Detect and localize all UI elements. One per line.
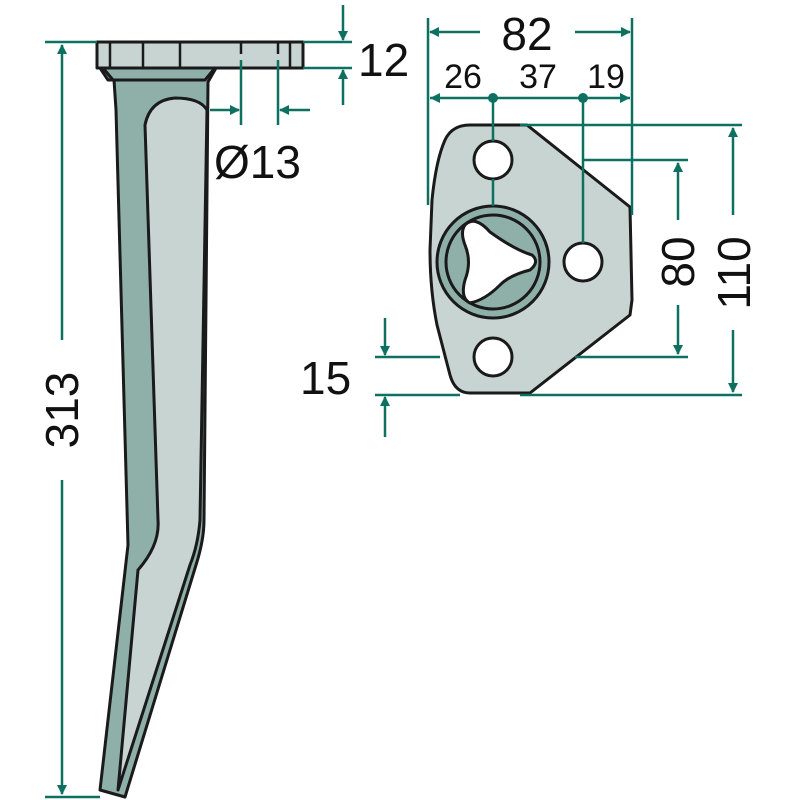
trilobe-hole	[461, 219, 537, 305]
dim-offset-b-label: 37	[519, 58, 557, 96]
mount-hole-bottom	[472, 336, 514, 378]
dim-hole-label: Ø13	[214, 136, 301, 188]
dim-bottom-offset: 15	[300, 318, 460, 437]
dim-height-label: 110	[708, 236, 760, 309]
dim-length: 313	[36, 40, 100, 799]
tine-face	[116, 96, 209, 792]
dim-spacing-label: 80	[652, 236, 704, 287]
dim-flange-thickness: 12	[303, 5, 409, 105]
mount-hole-right	[562, 241, 604, 283]
dim-flange-label: 12	[358, 34, 409, 86]
tine-flange	[95, 40, 305, 70]
tine-side-view	[95, 40, 305, 799]
dim-bottom-label: 15	[300, 352, 351, 404]
dim-length-label: 313	[36, 372, 88, 449]
dim-hole-offsets: 26 37 19	[430, 58, 630, 243]
tine-neck	[101, 66, 217, 82]
dim-width-label: 82	[501, 8, 552, 60]
dim-offset-a-label: 26	[444, 58, 482, 96]
dim-hole-spacing: 80	[575, 158, 704, 359]
flange-segments	[108, 42, 292, 68]
dim-hole-diameter: Ø13	[210, 60, 310, 188]
dim-plate-height: 110	[520, 123, 760, 397]
dim-plate-width: 82	[426, 8, 634, 215]
dim-offset-c-label: 19	[587, 58, 625, 96]
plate-top-view	[428, 123, 634, 395]
mount-hole-top	[472, 139, 514, 181]
